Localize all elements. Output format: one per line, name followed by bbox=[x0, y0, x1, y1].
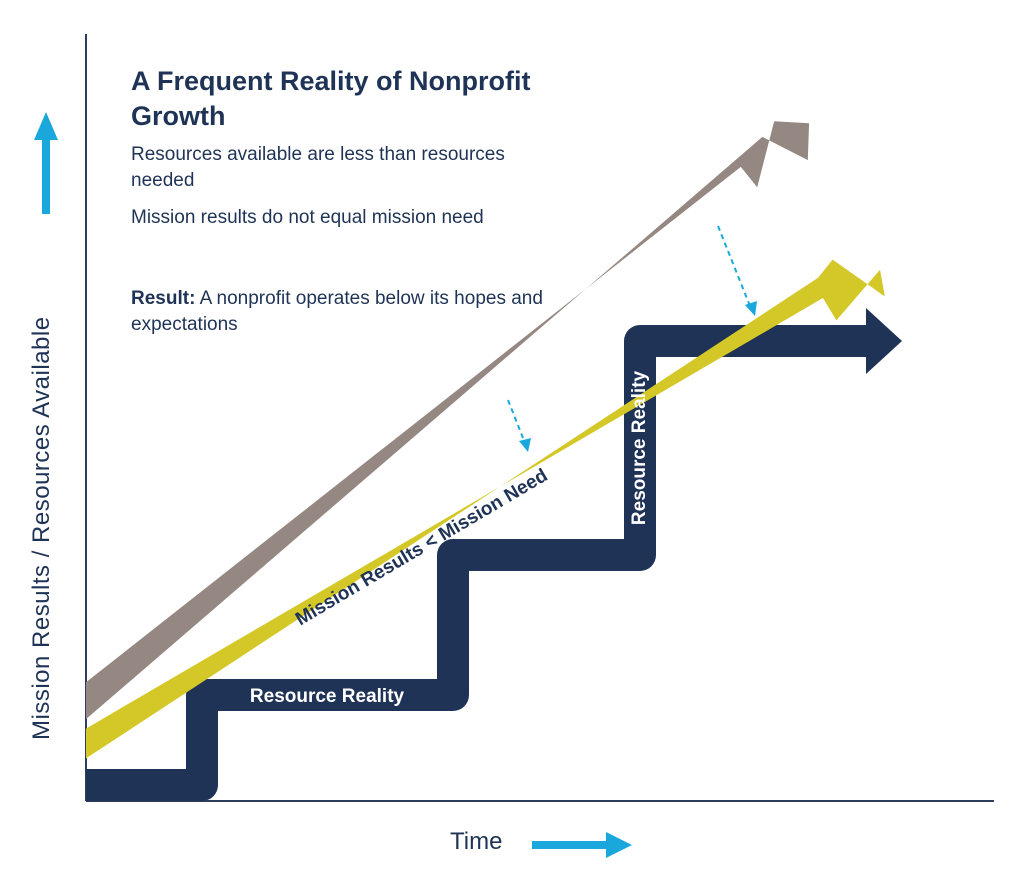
note-resources: Resources available are less than resour… bbox=[131, 144, 505, 191]
diagram-title: A Frequent Reality of Nonprofit Growth bbox=[131, 66, 531, 131]
gap-indicator-lower bbox=[507, 399, 531, 452]
staircase-label-2: Resource Reality bbox=[629, 370, 650, 525]
note-result-label: Result: bbox=[131, 288, 196, 309]
note-result: Result: A nonprofit operates below its h… bbox=[131, 286, 551, 338]
gap-indicator-upper bbox=[717, 225, 757, 316]
note-result-text: A nonprofit operates below its hopes and… bbox=[131, 288, 543, 335]
staircase-arrowhead bbox=[866, 308, 902, 374]
x-axis-arrow-icon bbox=[532, 832, 632, 858]
y-axis-label-text: Mission Results / Resources Available bbox=[28, 316, 55, 740]
y-axis-arrow-icon bbox=[34, 112, 58, 214]
note-mission: Mission results do not equal mission nee… bbox=[131, 207, 484, 228]
staircase-label-1: Resource Reality bbox=[250, 686, 405, 707]
resource-reality-staircase bbox=[86, 325, 872, 801]
x-axis-label: Time bbox=[450, 828, 503, 855]
